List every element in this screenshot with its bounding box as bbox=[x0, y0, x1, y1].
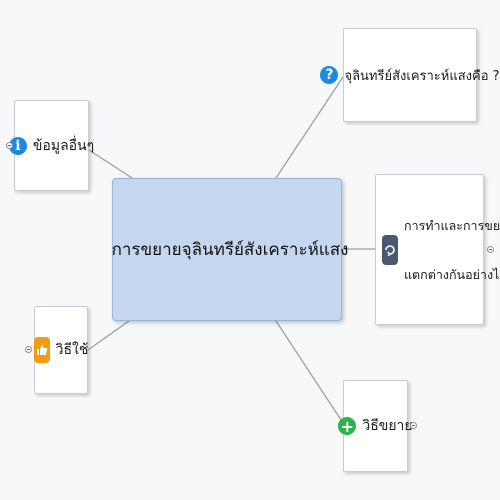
plus-icon: + bbox=[338, 417, 357, 436]
topic-expand-method-label: วิธีขยาย bbox=[362, 418, 413, 434]
topic-usage-label: วิธีใช้ bbox=[55, 342, 89, 358]
edge-to-usage bbox=[87, 320, 130, 351]
central-topic[interactable]: การขยายจุลินทรีย์สังเคราะห์แสง bbox=[112, 178, 348, 321]
refresh-arrow-glyph bbox=[385, 244, 395, 256]
collapse-toggle-compare[interactable] bbox=[487, 246, 494, 253]
topic-other-info[interactable]: i ข้อมูลอื่นๆ bbox=[8, 100, 94, 191]
refresh-arrow-icon bbox=[382, 234, 398, 265]
topic-other-info-label: ข้อมูลอื่นๆ bbox=[32, 137, 95, 154]
topic-compare-line2: แตกต่างกันอย่างไร? bbox=[404, 266, 500, 282]
edge-to-what-is bbox=[275, 76, 344, 179]
topic-what-is[interactable]: ? จุลินทรีย์สังเคราะห์แสงคือ ? bbox=[320, 28, 500, 122]
thumbs-up-glyph bbox=[36, 345, 47, 355]
collapse-toggle-usage[interactable] bbox=[25, 346, 32, 353]
topic-compare-text: การทำและการขยาย แตกต่างกันอย่างไร? bbox=[404, 218, 500, 282]
central-topic-label: การขยายจุลินทรีย์สังเคราะห์แสง bbox=[111, 240, 349, 260]
topic-compare-line1: การทำและการขยาย bbox=[404, 217, 500, 233]
question-icon: ? bbox=[320, 66, 339, 84]
topic-expand-method[interactable]: + วิธีขยาย bbox=[338, 380, 413, 472]
topic-compare[interactable]: การทำและการขยาย แตกต่างกันอย่างไร? bbox=[375, 174, 500, 325]
topic-what-is-label: จุลินทรีย์สังเคราะห์แสงคือ ? bbox=[344, 68, 500, 84]
edge-to-other-info bbox=[88, 149, 133, 179]
topic-usage[interactable]: วิธีใช้ bbox=[33, 306, 89, 394]
info-icon: i bbox=[8, 136, 27, 155]
thumbs-up-icon bbox=[33, 337, 50, 363]
collapse-toggle-other-info[interactable] bbox=[6, 142, 13, 149]
collapse-toggle-expand-method[interactable] bbox=[410, 422, 417, 429]
edge-to-expand-method bbox=[275, 320, 344, 424]
